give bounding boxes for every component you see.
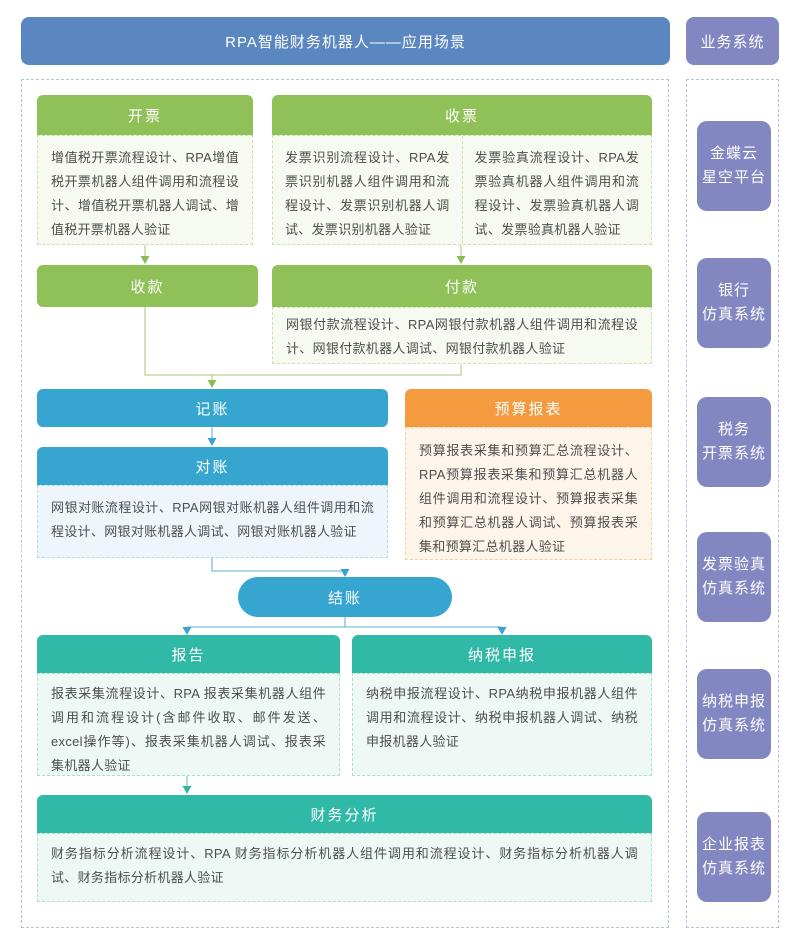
system-label: 星空平台 — [701, 169, 766, 186]
system-label: 仿真系统 — [701, 580, 766, 597]
node-receiving-body: 发票识别流程设计、RPA发票识别机器人组件调用和流程设计、发票识别机器人调试、发… — [272, 135, 652, 245]
node-receiving: 收票 发票识别流程设计、RPA发票识别机器人组件调用和流程设计、发票识别机器人调… — [272, 95, 652, 245]
node-collection: 收款 — [37, 265, 258, 307]
node-payment: 付款 网银付款流程设计、RPA网银付款机器人组件调用和流程设计、网银付款机器人调… — [272, 265, 652, 364]
node-reconciliation-title: 对账 — [37, 447, 388, 485]
system-label: 仿真系统 — [701, 860, 766, 877]
system-tax-invoicing: 税务 开票系统 — [697, 397, 771, 487]
node-reporting-body: 报表采集流程设计、RPA 报表采集机器人组件调用和流程设计(含邮件收取、邮件发送… — [37, 673, 340, 776]
systems-area-frame — [686, 79, 779, 928]
system-label: 发票验真 — [701, 556, 766, 573]
node-tax-filing: 纳税申报 纳税申报流程设计、RPA纳税申报机器人组件调用和流程设计、纳税申报机器… — [352, 635, 652, 776]
system-label: 仿真系统 — [701, 306, 766, 323]
system-label: 仿真系统 — [701, 717, 766, 734]
node-invoicing-title: 开票 — [37, 95, 253, 135]
node-financial-analysis: 财务分析 财务指标分析流程设计、RPA 财务指标分析机器人组件调用和流程设计、财… — [37, 795, 652, 902]
node-reporting-title: 报告 — [37, 635, 340, 673]
system-label: 纳税申报 — [701, 693, 766, 710]
node-budget-report-title: 预算报表 — [405, 389, 652, 427]
node-tax-filing-body: 纳税申报流程设计、RPA纳税申报机器人组件调用和流程设计、纳税申报机器人调试、纳… — [352, 673, 652, 776]
node-collection-title: 收款 — [37, 265, 258, 307]
node-financial-analysis-body: 财务指标分析流程设计、RPA 财务指标分析机器人组件调用和流程设计、财务指标分析… — [37, 833, 652, 902]
system-label: 金蝶云 — [709, 145, 758, 162]
node-budget-report: 预算报表 预算报表采集和预算汇总流程设计、RPA预算报表采集和预算汇总机器人组件… — [405, 389, 652, 560]
sidebar-title: 业务系统 — [686, 17, 779, 65]
system-enterprise-report-simulation: 企业报表 仿真系统 — [697, 812, 771, 902]
node-receiving-body-left: 发票识别流程设计、RPA发票识别机器人组件调用和流程设计、发票识别机器人调试、发… — [273, 136, 463, 244]
system-label: 企业报表 — [701, 836, 766, 853]
system-bank-simulation: 银行 仿真系统 — [697, 258, 771, 348]
node-closing: 结账 — [238, 577, 452, 617]
node-payment-title: 付款 — [272, 265, 652, 307]
node-bookkeeping: 记账 — [37, 389, 388, 427]
node-invoicing: 开票 增值税开票流程设计、RPA增值税开票机器人组件调用和流程设计、增值税开票机… — [37, 95, 253, 245]
node-budget-report-body: 预算报表采集和预算汇总流程设计、RPA预算报表采集和预算汇总机器人组件调用和流程… — [405, 427, 652, 560]
node-payment-body: 网银付款流程设计、RPA网银付款机器人组件调用和流程设计、网银付款机器人调试、网… — [272, 307, 652, 364]
system-invoice-verification-simulation: 发票验真 仿真系统 — [697, 532, 771, 622]
system-label: 银行 — [717, 282, 750, 299]
system-label: 开票系统 — [701, 445, 766, 462]
node-financial-analysis-title: 财务分析 — [37, 795, 652, 833]
node-reporting: 报告 报表采集流程设计、RPA 报表采集机器人组件调用和流程设计(含邮件收取、邮… — [37, 635, 340, 776]
node-bookkeeping-title: 记账 — [37, 389, 388, 427]
node-invoicing-body: 增值税开票流程设计、RPA增值税开票机器人组件调用和流程设计、增值税开票机器人调… — [37, 135, 253, 245]
system-tax-filing-simulation: 纳税申报 仿真系统 — [697, 669, 771, 759]
page-title: RPA智能财务机器人——应用场景 — [21, 17, 670, 65]
node-tax-filing-title: 纳税申报 — [352, 635, 652, 673]
node-reconciliation-body: 网银对账流程设计、RPA网银对账机器人组件调用和流程设计、网银对账机器人调试、网… — [37, 485, 388, 558]
node-receiving-body-right: 发票验真流程设计、RPA发票验真机器人组件调用和流程设计、发票验真机器人调试、发… — [474, 150, 639, 237]
node-receiving-title: 收票 — [272, 95, 652, 135]
node-reconciliation: 对账 网银对账流程设计、RPA网银对账机器人组件调用和流程设计、网银对账机器人调… — [37, 447, 388, 558]
system-label: 税务 — [717, 421, 750, 438]
system-kingdee-cloud: 金蝶云 星空平台 — [697, 121, 771, 211]
